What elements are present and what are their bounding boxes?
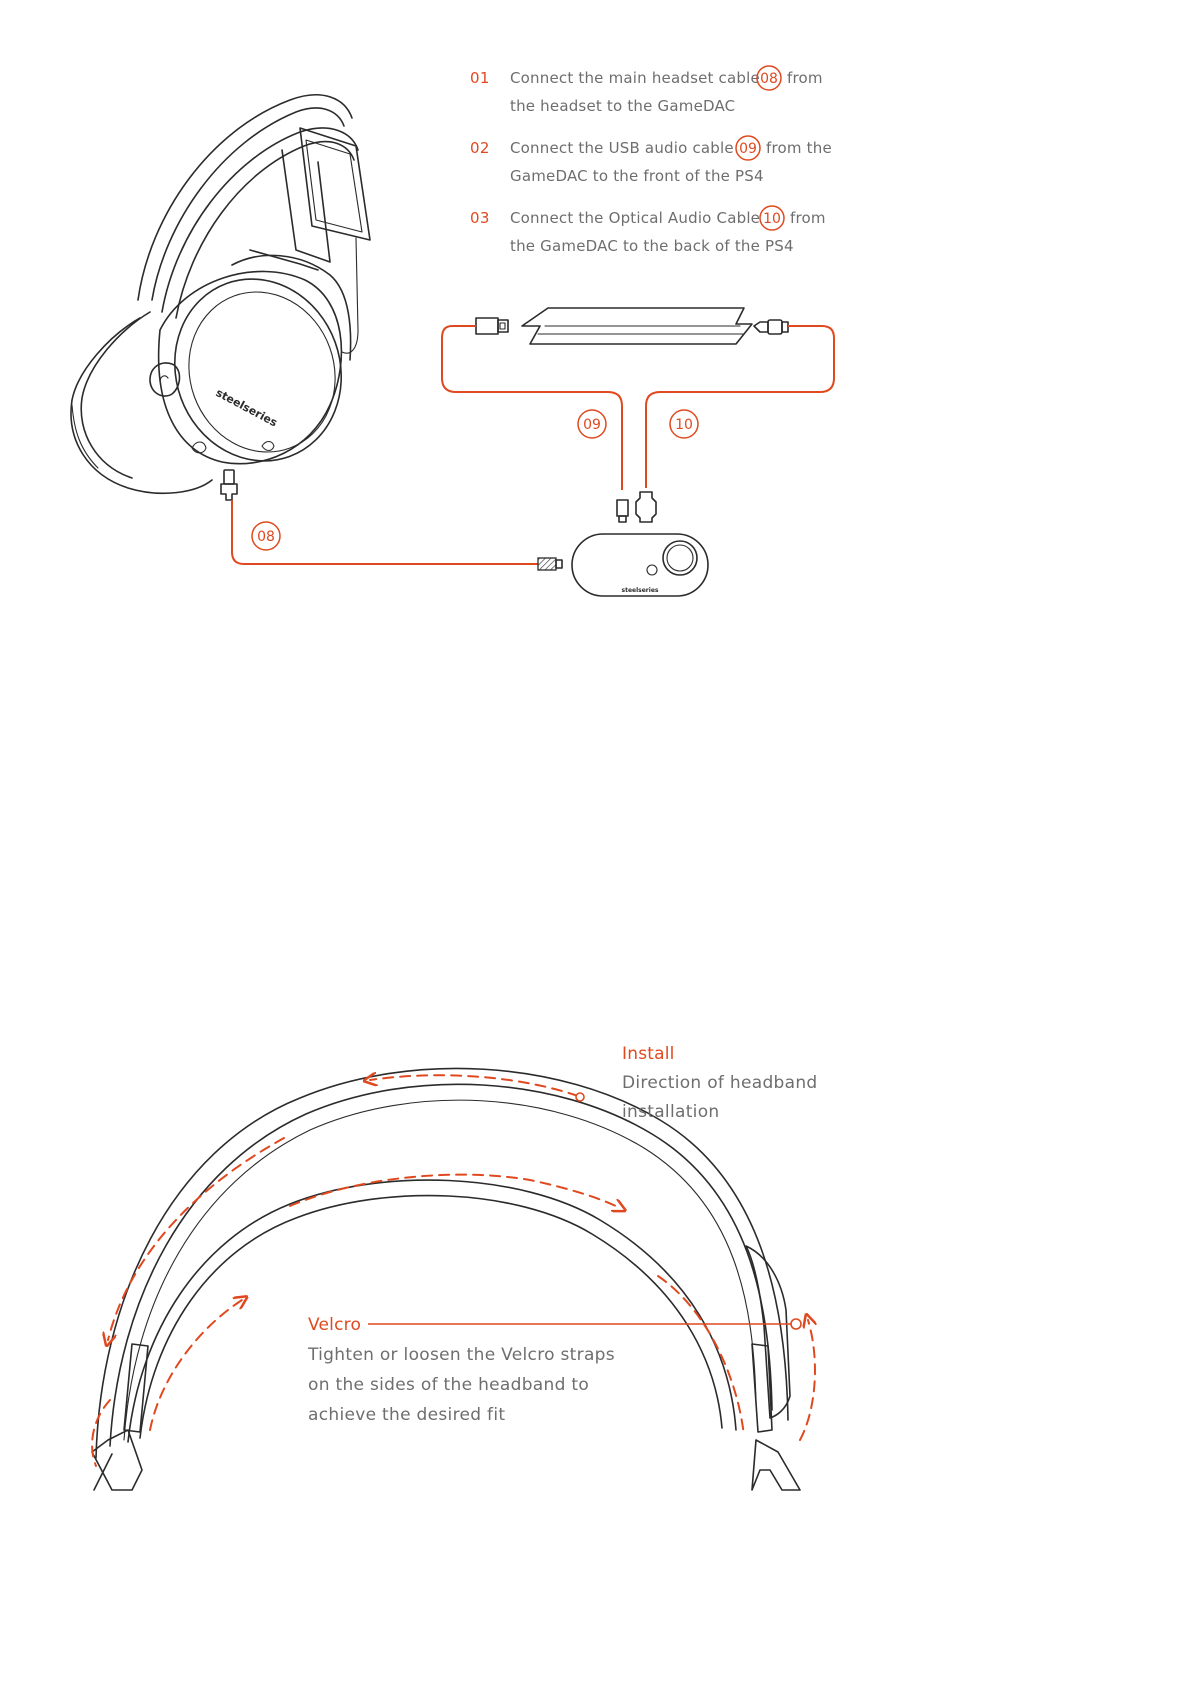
step-text-line1: Connect the Optical Audio Cable	[510, 209, 760, 227]
step-number: 03	[470, 209, 490, 227]
step-02: 02 Connect the USB audio cable 09 from t…	[470, 135, 832, 185]
callout-08: 08	[251, 521, 281, 551]
step-list: 01 Connect the main headset cable 08 fro…	[470, 65, 832, 255]
gamedac-brand-logo: steelseries	[622, 587, 659, 594]
cable-badge-label: 09	[739, 141, 757, 157]
callout-10: 10	[669, 409, 699, 439]
step-03: 03 Connect the Optical Audio Cable 10 fr…	[470, 205, 826, 255]
callout-10-label: 10	[675, 417, 693, 433]
velcro-title: Velcro	[308, 1315, 361, 1335]
callout-08-label: 08	[257, 529, 275, 545]
headset-plug-08	[537, 557, 563, 571]
ps4-console	[521, 307, 753, 345]
cable-badge-label: 08	[760, 71, 778, 87]
step-text-line2: the headset to the GameDAC	[510, 97, 735, 115]
step-text-line1: Connect the USB audio cable	[510, 139, 734, 157]
install-title: Install	[622, 1044, 675, 1064]
step-text-line1-end: from	[787, 69, 823, 87]
headband-illustration	[91, 1067, 801, 1491]
cable-10	[645, 325, 835, 488]
headset-brand-logo: steelseries	[214, 386, 280, 429]
velcro-text-line2: on the sides of the headband to	[308, 1375, 589, 1395]
step-text-line1-end: from	[790, 209, 826, 227]
cable-08	[231, 500, 538, 565]
usb-connector	[475, 317, 509, 335]
step-text-line1: Connect the main headset cable	[510, 69, 760, 87]
cable-badge-circle	[756, 65, 782, 91]
step-text-line2: GameDAC to the front of the PS4	[510, 167, 764, 185]
step-number: 01	[470, 69, 490, 87]
callout-09: 09	[577, 409, 607, 439]
install-label: Install Direction of headband installati…	[622, 1044, 818, 1122]
step-number: 02	[470, 139, 490, 157]
step-text-line2: the GameDAC to the back of the PS4	[510, 237, 794, 255]
cable-badge-circle	[735, 135, 761, 161]
callout-09-label: 09	[583, 417, 601, 433]
gamedac-device: steelseries	[571, 533, 709, 597]
cable-badge-circle	[759, 205, 785, 231]
velcro-label: Velcro Tighten or loosen the Velcro stra…	[307, 1315, 802, 1425]
install-text-line1: Direction of headband	[622, 1073, 818, 1093]
cable-badge-label: 10	[763, 211, 781, 227]
optical-connector	[753, 319, 789, 335]
velcro-pointer-dot	[790, 1318, 802, 1330]
velcro-text-line3: achieve the desired fit	[308, 1405, 505, 1425]
optical-plug-10	[635, 491, 657, 523]
step-text-line1-end: from the	[766, 139, 832, 157]
cable-09	[441, 325, 623, 490]
headset-illustration: steelseries	[70, 94, 371, 501]
step-01: 01 Connect the main headset cable 08 fro…	[470, 65, 823, 115]
velcro-text-line1: Tighten or loosen the Velcro straps	[307, 1345, 615, 1365]
install-direction-arrows	[91, 1075, 815, 1467]
install-text-line2: installation	[622, 1102, 719, 1122]
usb-plug-09	[616, 499, 629, 523]
